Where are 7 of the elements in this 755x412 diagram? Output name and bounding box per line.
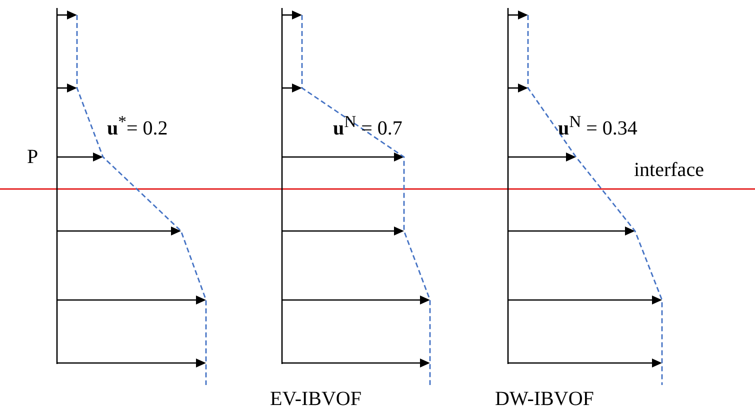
formula-label: u$^{*}$= 0.2 bbox=[107, 113, 168, 140]
formula-label: u$^{N}$ = 0.34 bbox=[558, 113, 638, 140]
method-label: EV-IBVOF bbox=[270, 388, 362, 410]
formula-label: u$^{N}$ = 0.7 bbox=[333, 113, 402, 140]
method-label: DW-IBVOF bbox=[495, 388, 594, 410]
point-label: P bbox=[27, 146, 38, 168]
interface-label: interface bbox=[634, 159, 704, 181]
